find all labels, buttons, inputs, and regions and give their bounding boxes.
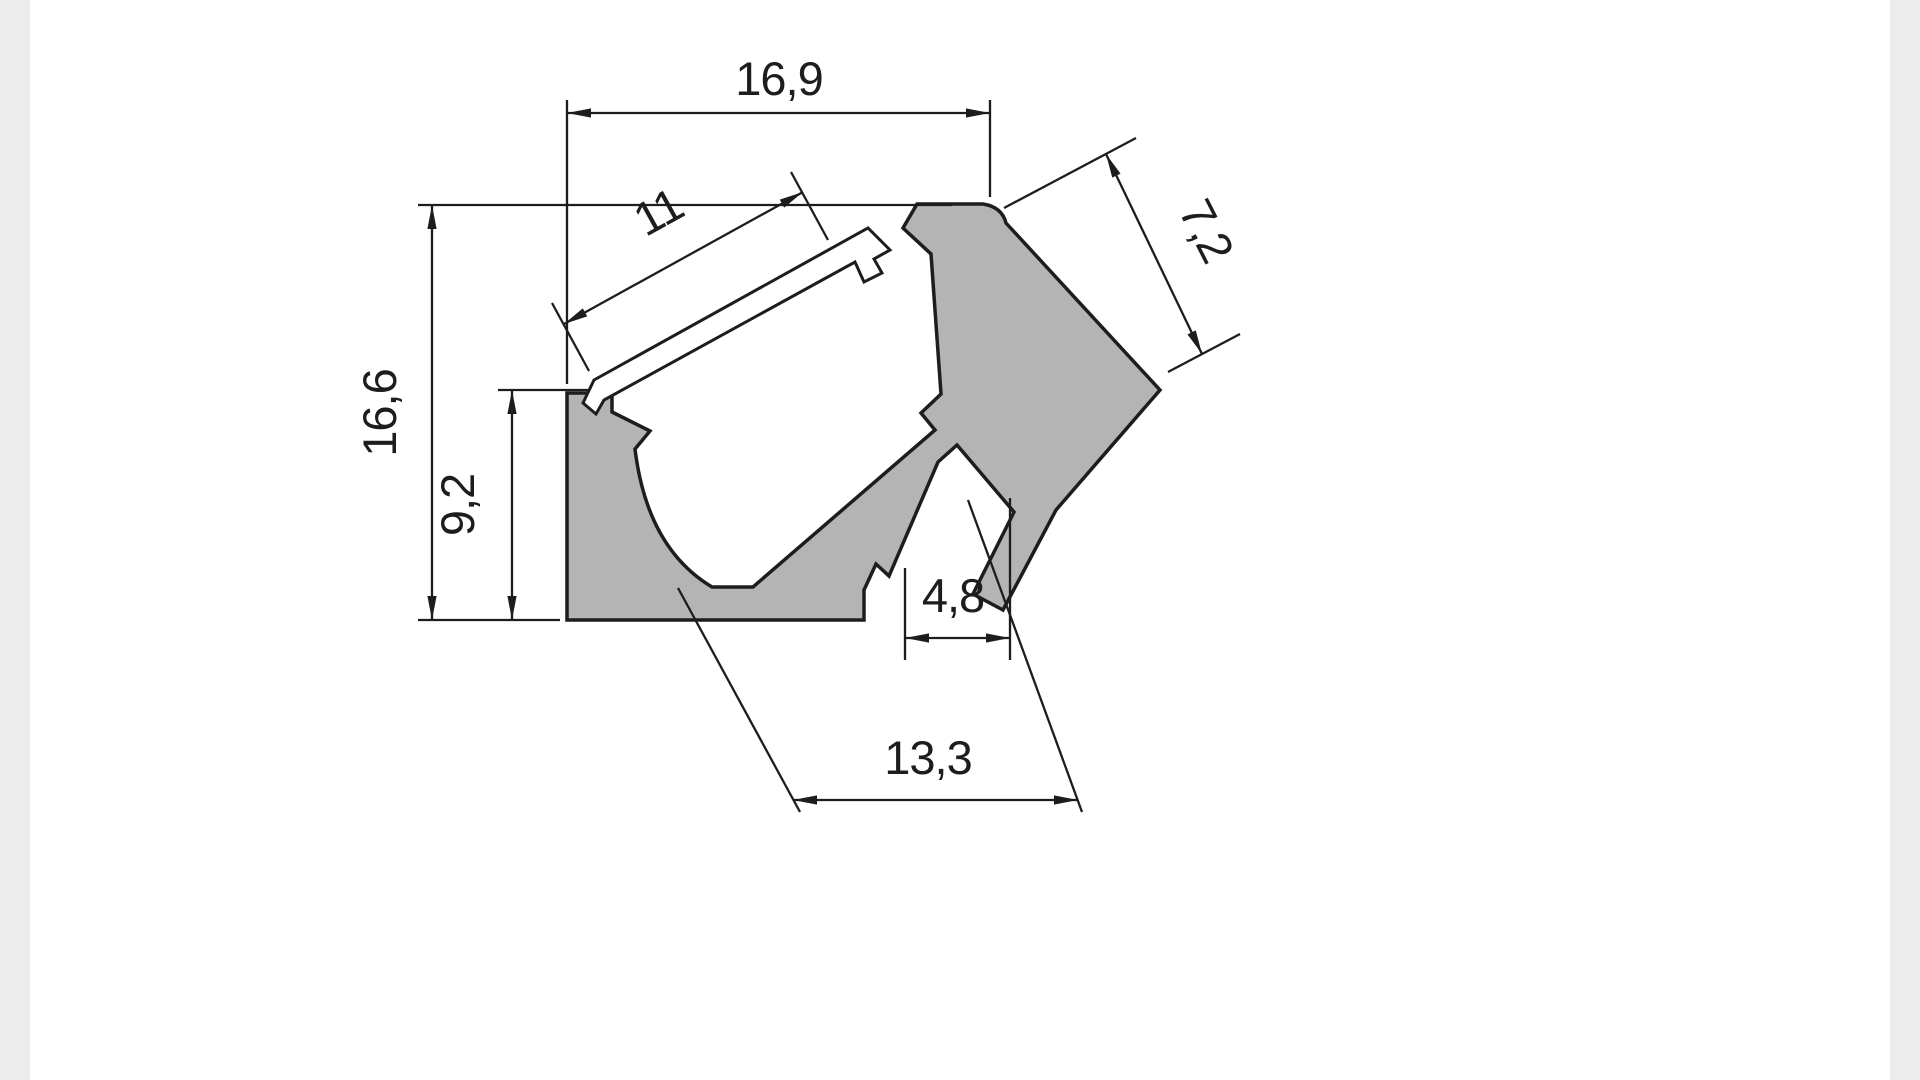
- extension-line: [550, 302, 591, 372]
- profile-cover: [581, 226, 893, 417]
- dim-groove-width: 4,8: [903, 498, 1012, 660]
- right-edge-strip: [1890, 0, 1920, 1080]
- extension-line: [966, 499, 1084, 813]
- left-edge-strip: [0, 0, 30, 1080]
- dimension-value: 16,6: [353, 369, 406, 456]
- dimension-value: 11: [625, 177, 692, 246]
- dimension-line: [1104, 153, 1204, 355]
- dimension-value: 4,8: [922, 569, 984, 622]
- extension-line: [676, 587, 802, 813]
- extension-line: [789, 171, 830, 241]
- dimension-line: [563, 190, 804, 326]
- dimension-value: 7,2: [1169, 191, 1245, 271]
- dimension-value: 13,3: [884, 731, 971, 784]
- dim-total-width: 16,9: [565, 52, 992, 384]
- dimension-value: 16,9: [735, 52, 822, 105]
- dim-bottom-width: 13,3: [676, 499, 1084, 813]
- extension-line: [1003, 136, 1137, 210]
- dim-left-height: 9,2: [431, 388, 588, 620]
- profile-body: [565, 202, 1163, 622]
- dimension-value: 9,2: [431, 474, 484, 536]
- extension-line: [1167, 332, 1241, 374]
